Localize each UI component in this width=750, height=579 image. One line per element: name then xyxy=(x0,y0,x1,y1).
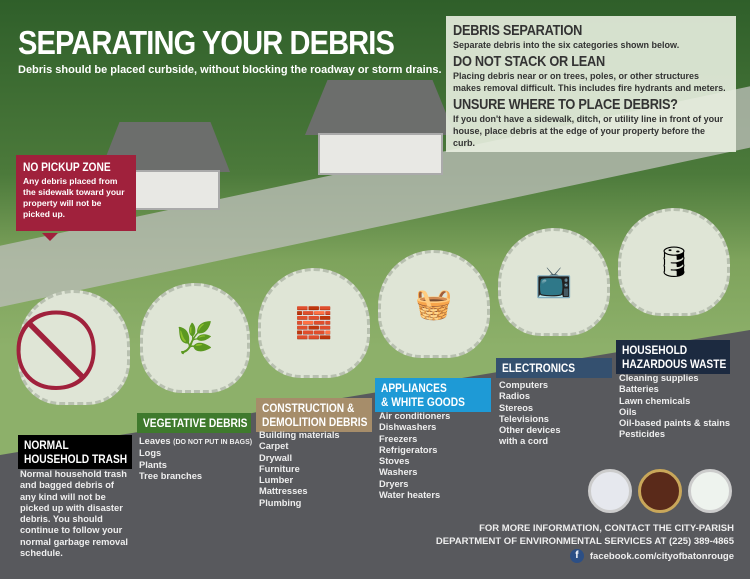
footer-line: FOR MORE INFORMATION, CONTACT THE CITY-P… xyxy=(479,523,734,534)
info-text: Placing debris near or on trees, poles, … xyxy=(453,71,726,93)
facebook-link[interactable]: f facebook.com/cityofbatonrouge xyxy=(569,549,734,563)
house-right xyxy=(318,133,443,175)
facebook-icon: f xyxy=(569,549,584,563)
label-vegetative: VEGETATIVE DEBRIS xyxy=(137,413,251,433)
label-construction: CONSTRUCTION &DEMOLITION DEBRIS xyxy=(256,398,372,432)
construction-icon: 🧱 xyxy=(258,268,370,378)
hazardous-icon: 🛢 xyxy=(618,208,730,316)
electronics-icon: 📺 xyxy=(498,228,610,336)
label-appliances: APPLIANCES& WHITE GOODS xyxy=(375,378,491,412)
no-pickup-text: Any debris placed from the sidewalk towa… xyxy=(23,176,125,219)
environmental-services-logo xyxy=(688,469,732,513)
normal-trash-description: Normal household trash and bagged debris… xyxy=(20,469,128,559)
info-heading: DO NOT STACK OR LEAN xyxy=(453,53,605,70)
mayor-seal-logo xyxy=(638,469,682,513)
city-seal-logo xyxy=(588,469,632,513)
footer-line: DEPARTMENT OF ENVIRONMENTAL SERVICES AT … xyxy=(435,536,734,547)
info-text: If you don't have a sidewalk, ditch, or … xyxy=(453,114,724,148)
info-heading: UNSURE WHERE TO PLACE DEBRIS? xyxy=(453,96,678,113)
label-electronics: ELECTRONICS xyxy=(496,358,612,378)
info-heading: DEBRIS SEPARATION xyxy=(453,22,583,39)
no-pickup-zone: NO PICKUP ZONE Any debris placed from th… xyxy=(16,155,136,241)
house-roof xyxy=(305,80,455,135)
appliances-icon: 🧺 xyxy=(378,250,490,358)
no-pickup-heading: NO PICKUP ZONE xyxy=(23,160,111,174)
page-title: SEPARATING YOUR DEBRIS xyxy=(18,24,395,61)
vegetation-icon: 🌿 xyxy=(140,283,250,393)
info-box: DEBRIS SEPARATION Separate debris into t… xyxy=(446,16,736,152)
trash-icon: ⃠ xyxy=(18,290,130,405)
subtitle: Debris should be placed curbside, withou… xyxy=(18,64,442,76)
facebook-url[interactable]: facebook.com/cityofbatonrouge xyxy=(589,550,734,562)
footer-contact: FOR MORE INFORMATION, CONTACT THE CITY-P… xyxy=(436,522,734,548)
info-text: Separate debris into the six categories … xyxy=(453,40,680,50)
